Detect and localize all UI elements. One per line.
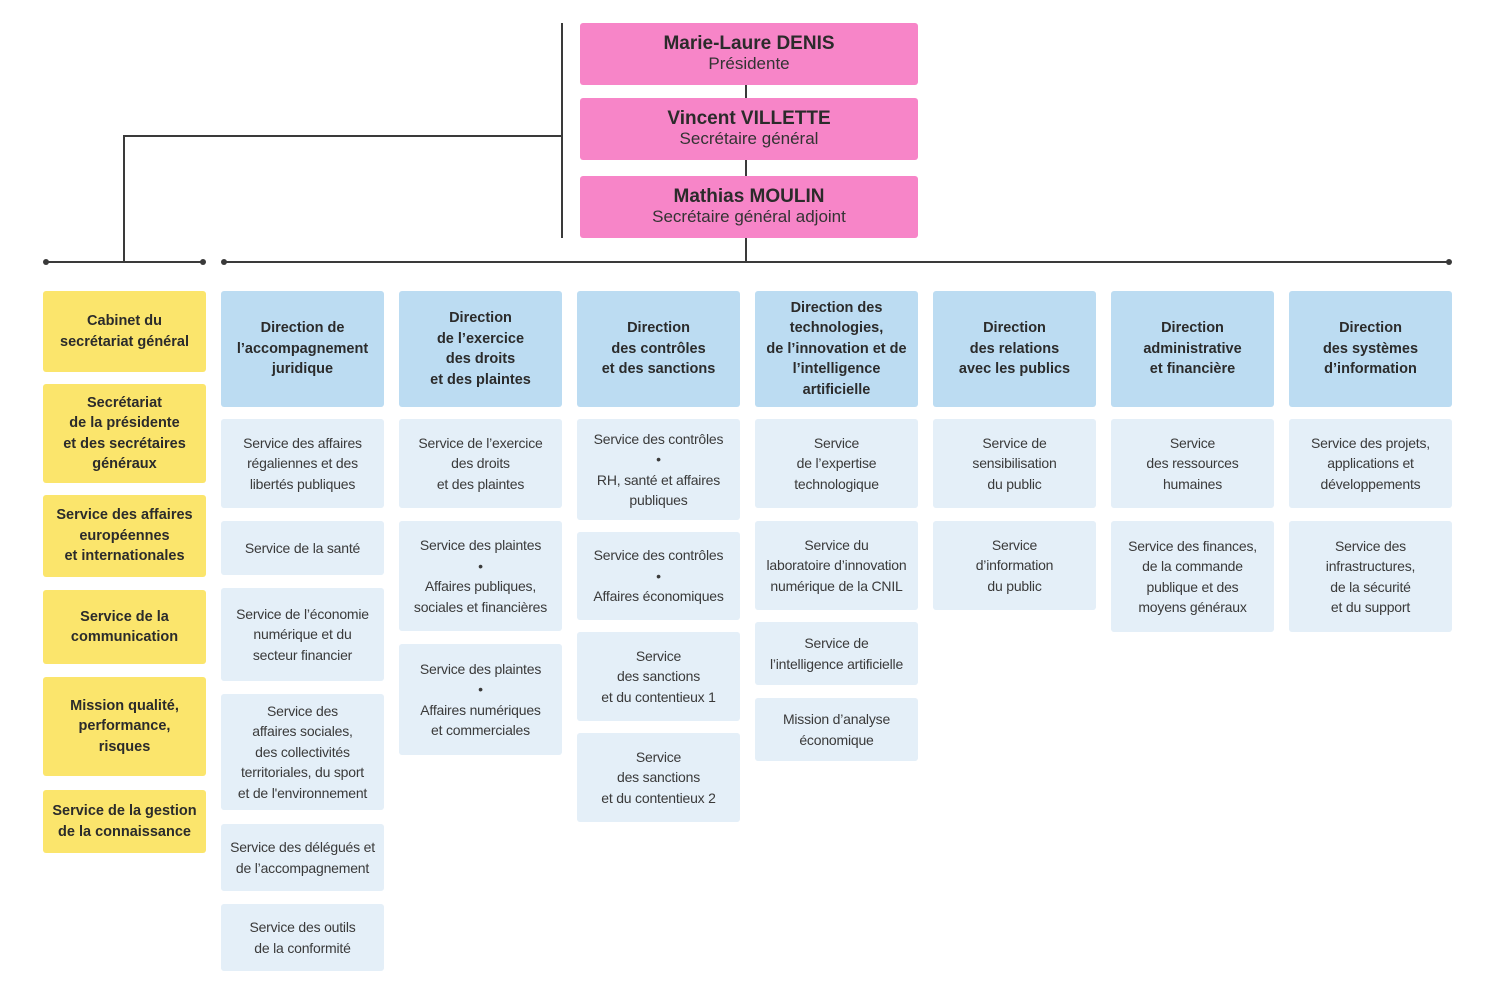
service-box: Service des finances, de la commande pub… bbox=[1111, 521, 1274, 632]
executive-secretary-general: Vincent VILLETTE Secrétaire général bbox=[580, 98, 918, 160]
cabinet-service-box: Cabinet du secrétariat général bbox=[43, 291, 206, 372]
cabinet-service-box: Secrétariat de la présidente et des secr… bbox=[43, 384, 206, 483]
service-box: Service des outils de la conformité bbox=[221, 904, 384, 971]
directions-bar-right-dot bbox=[1446, 259, 1452, 265]
direction-header: Direction des contrôles et des sanctions bbox=[577, 291, 740, 407]
service-box: Service de l’exercice des droits et des … bbox=[399, 419, 562, 508]
direction-header: Direction des technologies, de l’innovat… bbox=[755, 291, 918, 407]
executive-president: Marie-Laure DENIS Présidente bbox=[580, 23, 918, 85]
executive-deputy-secretary-general: Mathias MOULIN Secrétaire général adjoin… bbox=[580, 176, 918, 238]
service-box: Service des projets, applications et dév… bbox=[1289, 419, 1452, 508]
direction-header: Direction de l’accompagnement juridique bbox=[221, 291, 384, 407]
cabinet-bar-left-dot bbox=[43, 259, 49, 265]
executive-role: Secrétaire général adjoint bbox=[652, 207, 846, 226]
service-box: Service de l’intelligence artificielle bbox=[755, 622, 918, 685]
service-box: Service d’information du public bbox=[933, 521, 1096, 610]
connector-sga-to-directions bbox=[745, 238, 747, 262]
connector-president-to-sg bbox=[745, 85, 747, 98]
service-box: Service des plaintes • Affaires numériqu… bbox=[399, 644, 562, 755]
direction-header: Direction de l’exercice des droits et de… bbox=[399, 291, 562, 407]
direction-header: Direction des systèmes d’information bbox=[1289, 291, 1452, 407]
cabinet-service-box: Service de la gestion de la connaissance bbox=[43, 790, 206, 853]
service-box: Service du laboratoire d’innovation numé… bbox=[755, 521, 918, 610]
service-box: Service des sanctions et du contentieux … bbox=[577, 733, 740, 822]
service-box: Service des infrastructures, de la sécur… bbox=[1289, 521, 1452, 632]
executive-name: Mathias MOULIN bbox=[673, 186, 825, 207]
service-box: Mission d’analyse économique bbox=[755, 698, 918, 761]
service-box: Service des plaintes • Affaires publique… bbox=[399, 521, 562, 631]
service-box: Service de l’expertise technologique bbox=[755, 419, 918, 508]
cabinet-bar-right-dot bbox=[200, 259, 206, 265]
service-box: Service de sensibilisation du public bbox=[933, 419, 1096, 508]
service-box: Service des contrôles • Affaires économi… bbox=[577, 532, 740, 620]
executive-name: Vincent VILLETTE bbox=[667, 108, 831, 129]
service-box: Service des affaires sociales, des colle… bbox=[221, 694, 384, 810]
cabinet-horizontal-bar bbox=[46, 261, 204, 263]
service-box: Service des contrôles • RH, santé et aff… bbox=[577, 419, 740, 520]
service-box: Service de l’économie numérique et du se… bbox=[221, 588, 384, 681]
direction-header: Direction des relations avec les publics bbox=[933, 291, 1096, 407]
service-box: Service de la santé bbox=[221, 521, 384, 575]
direction-header: Direction administrative et financière bbox=[1111, 291, 1274, 407]
executive-role: Présidente bbox=[708, 54, 790, 73]
cabinet-service-box: Service de la communication bbox=[43, 590, 206, 664]
cabinet-service-box: Service des affaires européennes et inte… bbox=[43, 495, 206, 577]
executive-role: Secrétaire général bbox=[679, 129, 819, 148]
service-box: Service des affaires régaliennes et des … bbox=[221, 419, 384, 508]
service-box: Service des sanctions et du contentieux … bbox=[577, 632, 740, 721]
vertical-connector-left-of-executives bbox=[561, 23, 563, 238]
vertical-connector-cabinet bbox=[123, 135, 125, 262]
horizontal-connector-to-cabinet bbox=[123, 135, 563, 137]
executive-name: Marie-Laure DENIS bbox=[663, 33, 835, 54]
cabinet-service-box: Mission qualité, performance, risques bbox=[43, 677, 206, 776]
directions-bar-left-dot bbox=[221, 259, 227, 265]
directions-horizontal-bar bbox=[224, 261, 1450, 263]
service-box: Service des ressources humaines bbox=[1111, 419, 1274, 508]
connector-sg-to-sga bbox=[745, 160, 747, 176]
service-box: Service des délégués et de l’accompagnem… bbox=[221, 824, 384, 891]
